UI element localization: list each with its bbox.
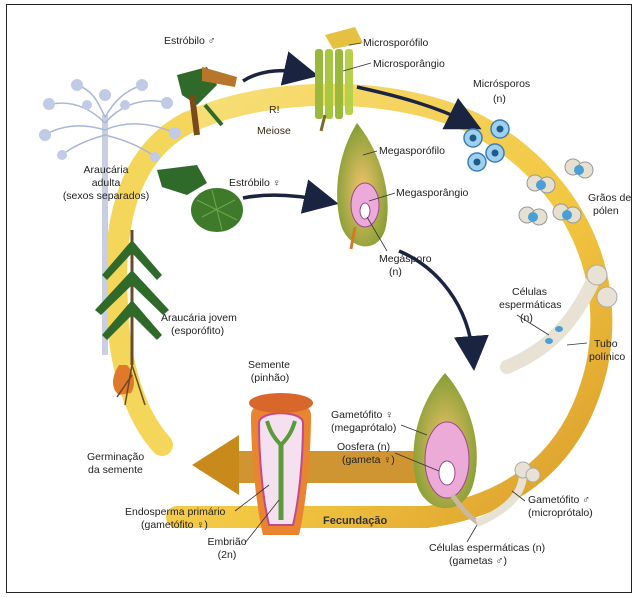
label-estrobilo-feminino: Estróbilo ♀	[229, 177, 281, 189]
label-microsporos: Micrósporos	[473, 78, 530, 90]
arrow-to-microsporophyll	[243, 71, 305, 81]
label-fecundacao: Fecundação	[323, 515, 387, 527]
label-graos-2: pólen	[593, 205, 619, 217]
label-meiose: Meiose	[257, 125, 291, 137]
label-embriao-2: (2n)	[218, 549, 237, 561]
label-endosperma-1: Endosperma primário	[125, 506, 226, 518]
label-tubo-1: Tubo	[594, 338, 618, 350]
label-celulas-2: espermáticas	[499, 299, 561, 311]
label-microsporangio: Microsporângio	[373, 58, 445, 70]
label-gametofito-masculino-2: (microprótalo)	[528, 507, 593, 519]
diagram-frame: Estróbilo ♂ Microsporófilo Microsporângi…	[6, 4, 632, 593]
label-megasporofilo: Megasporófilo	[379, 145, 445, 157]
araucaria-life-cycle-diagram: Estróbilo ♂ Microsporófilo Microsporângi…	[7, 5, 632, 593]
female-strobilus-branch	[157, 165, 243, 232]
megasporophyll-illustration	[337, 123, 388, 249]
label-megasporangio: Megasporângio	[396, 187, 469, 199]
label-araucaria-jovem-1: Araucária jovem	[161, 312, 237, 324]
label-germinacao-1: Germinação	[87, 451, 144, 463]
label-estrobilo-masculino: Estróbilo ♂	[164, 35, 216, 47]
label-celulas-gametas-2: (gametas ♂)	[449, 555, 507, 567]
arrow-to-megasporophyll	[243, 195, 325, 201]
label-megasporo-2: (n)	[389, 266, 402, 278]
label-embriao-1: Embrião	[207, 536, 246, 548]
label-graos-1: Grãos de	[588, 192, 631, 204]
label-araucaria-adulta-2: adulta	[92, 177, 121, 189]
label-endosperma-2: (gametófito ♀)	[141, 519, 208, 531]
label-microsporos-n: (n)	[493, 93, 506, 105]
label-ri: R!	[269, 104, 280, 116]
label-germinacao-2: da semente	[88, 464, 143, 476]
label-araucaria-jovem-2: (esporófito)	[171, 325, 224, 337]
label-microsporofilo: Microsporófilo	[363, 37, 429, 49]
label-celulas-1: Células	[512, 286, 547, 298]
label-araucaria-adulta-1: Araucária	[84, 164, 129, 176]
label-gametofito-feminino-2: (megaprótalo)	[331, 422, 396, 434]
label-gametofito-feminino-1: Gametófito ♀	[331, 409, 393, 421]
label-megasporo-1: Megásporo	[379, 253, 432, 265]
arrow-to-fertilization	[399, 251, 473, 357]
label-oosfera-1: Oosfera (n)	[337, 441, 390, 453]
label-gametofito-masculino-1: Gametófito ♂	[528, 494, 590, 506]
label-tubo-2: polínico	[589, 351, 625, 363]
label-celulas-gametas-1: Células espermáticas (n)	[429, 542, 545, 554]
label-semente-2: (pinhão)	[251, 372, 290, 384]
microsporophyll-illustration	[315, 27, 363, 131]
label-semente-1: Semente	[248, 359, 290, 371]
label-araucaria-adulta-3: (sexos separados)	[63, 190, 149, 202]
label-oosfera-2: (gameta ♀)	[342, 454, 395, 466]
